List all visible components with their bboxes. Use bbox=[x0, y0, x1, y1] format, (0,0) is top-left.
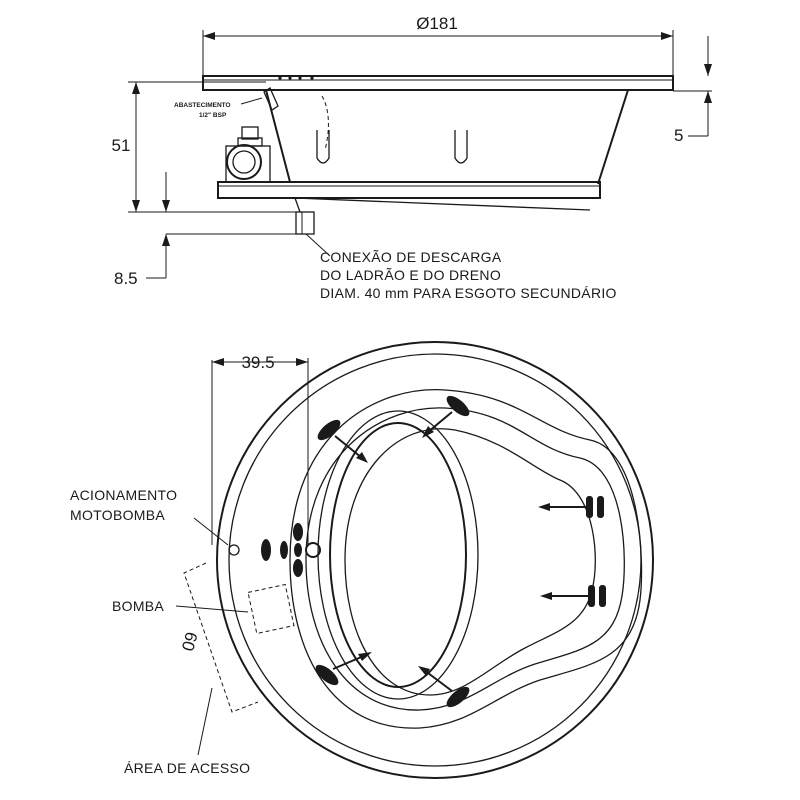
side-view: Ø181 bbox=[112, 14, 712, 301]
supply-label-line2: 1/2" BSP bbox=[199, 112, 227, 119]
diameter-dimension: Ø181 bbox=[202, 14, 674, 82]
motor-switch-label-line1: ACIONAMENTO bbox=[70, 487, 177, 503]
pump-outline bbox=[247, 583, 295, 635]
motor-switch-label-line2: MOTOBOMBA bbox=[70, 507, 165, 523]
height-dimension: 51 bbox=[112, 81, 300, 213]
jet-right-upper bbox=[538, 496, 604, 518]
drain-note-line2: DO LADRÃO E DO DRENO bbox=[320, 267, 501, 283]
offset-label: 39.5 bbox=[241, 353, 274, 372]
drain-note-line1: CONEXÃO DE DESCARGA bbox=[320, 249, 502, 265]
access-width-label: 60 bbox=[178, 630, 201, 653]
controls-cluster bbox=[228, 523, 321, 577]
jet-bottom-left bbox=[315, 652, 372, 686]
base-label: 8.5 bbox=[114, 269, 138, 288]
supply-label-line1: ABASTECIMENTO bbox=[174, 102, 231, 109]
pump-label: BOMBA bbox=[112, 598, 164, 614]
rim-label: 5 bbox=[674, 126, 683, 145]
offset-dimension: 39.5 bbox=[211, 353, 309, 545]
jet-bottom-center bbox=[418, 666, 470, 708]
jet-top-center bbox=[422, 395, 470, 438]
tub-side-profile bbox=[202, 75, 674, 235]
jet-right-lower bbox=[540, 585, 606, 607]
access-area-label: ÁREA DE ACESSO bbox=[124, 760, 250, 776]
rim-dimension: 5 bbox=[673, 36, 712, 145]
top-view: 39.5 60 ACIONAMENTO MOTOBOMBA BOMBA ÁREA… bbox=[70, 341, 654, 779]
jet-top-left bbox=[317, 419, 368, 463]
height-label: 51 bbox=[112, 136, 131, 155]
access-area-outline bbox=[183, 562, 259, 713]
diameter-label: Ø181 bbox=[416, 14, 458, 33]
base-dimension: 8.5 bbox=[114, 233, 300, 288]
tub-outer-rim bbox=[216, 341, 654, 779]
drain-note-line3: DIAM. 40 mm PARA ESGOTO SECUNDÁRIO bbox=[320, 285, 617, 301]
